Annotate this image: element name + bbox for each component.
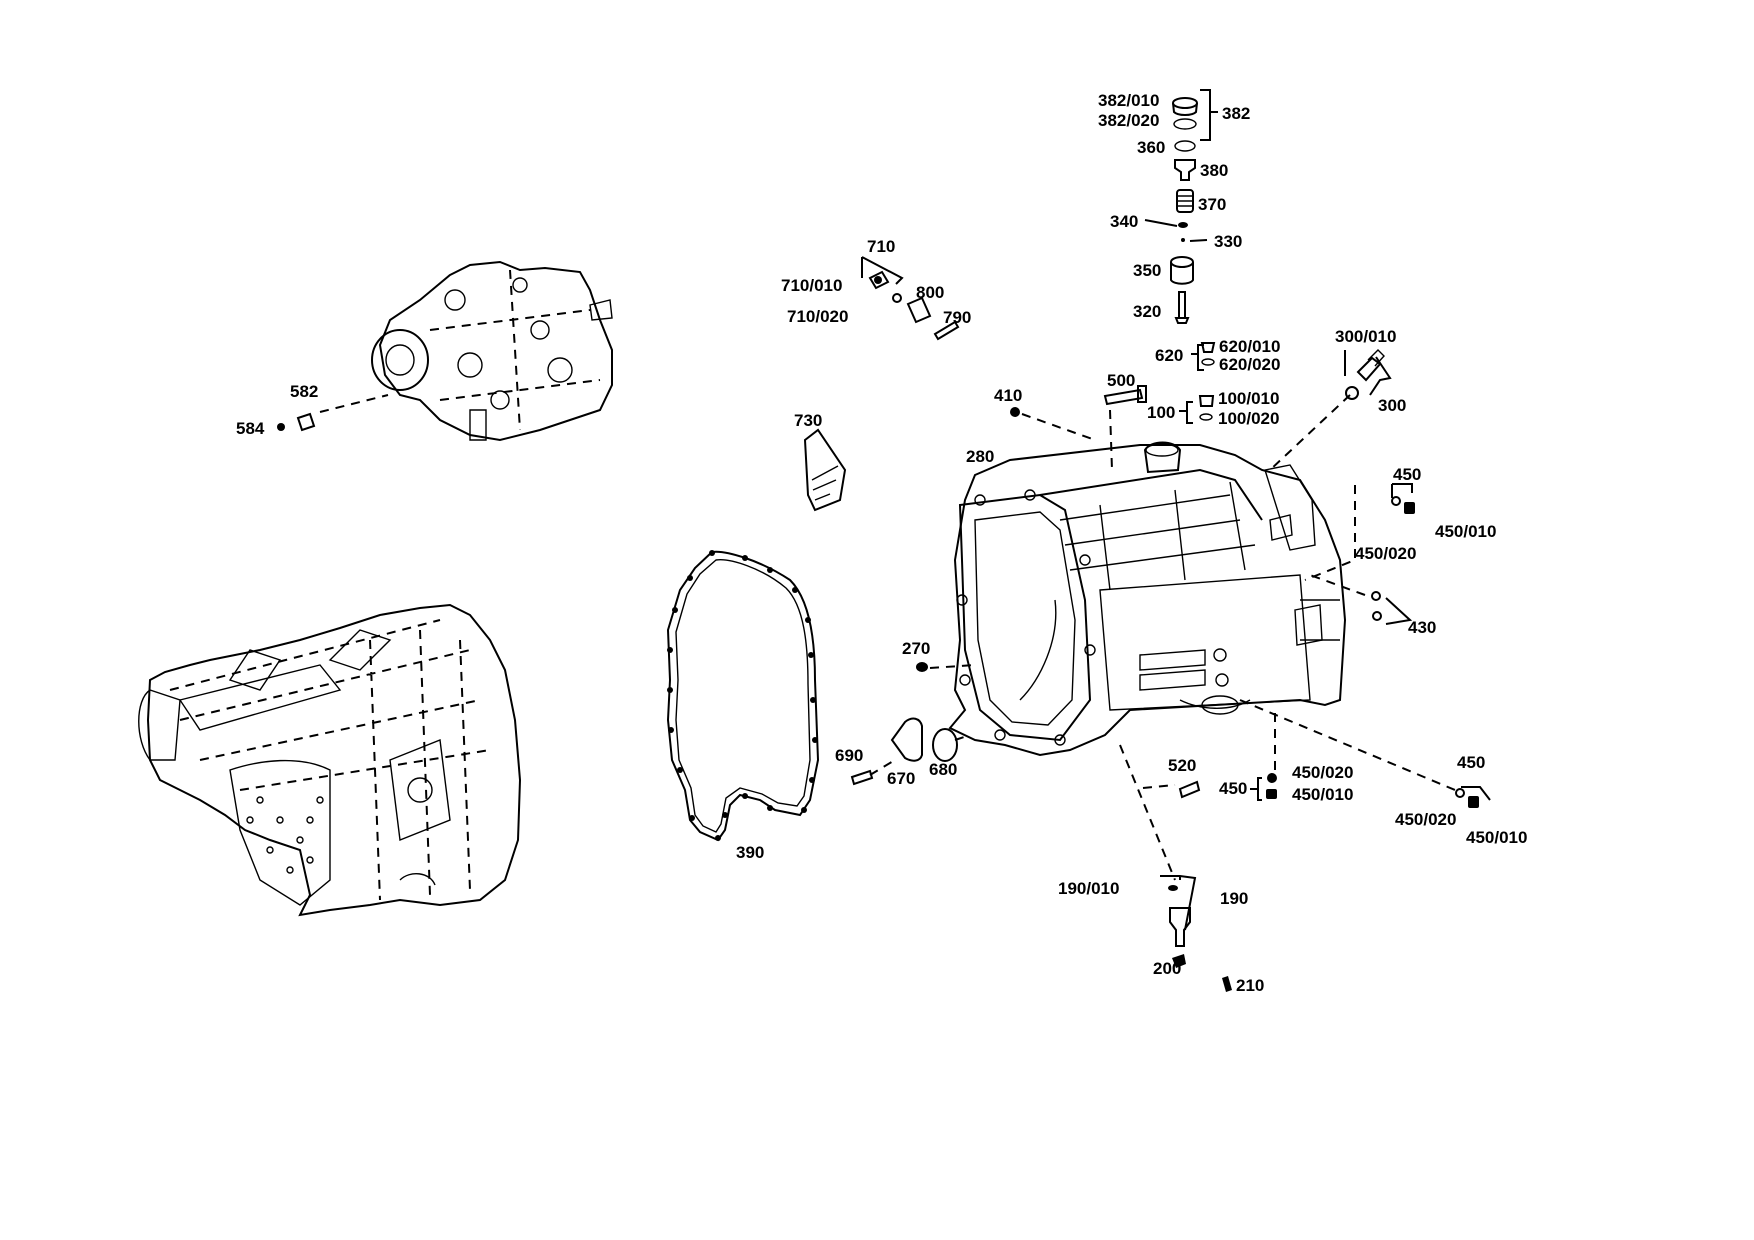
label-350: 350 — [1133, 261, 1161, 280]
cap-382 — [1172, 97, 1198, 152]
label-320: 320 — [1133, 302, 1161, 321]
label-500: 500 — [1107, 371, 1135, 390]
label-670: 670 — [887, 769, 915, 788]
dashed-assembly-paths — [319, 394, 1456, 881]
plug-450-top — [1391, 496, 1415, 514]
label-450-010-a: 450/010 — [1435, 522, 1496, 541]
plug-270 — [916, 662, 928, 672]
label-690: 690 — [835, 746, 863, 765]
plug-450-right — [1455, 788, 1479, 808]
label-100: 100 — [1147, 403, 1175, 422]
label-790: 790 — [943, 308, 971, 327]
label-380: 380 — [1200, 161, 1228, 180]
label-410: 410 — [994, 386, 1022, 405]
label-360: 360 — [1137, 138, 1165, 157]
valve-block-assembly — [371, 260, 613, 442]
screw-520 — [1178, 780, 1201, 799]
label-620: 620 — [1155, 346, 1183, 365]
label-330: 330 — [1214, 232, 1242, 251]
label-620-020: 620/020 — [1219, 355, 1280, 374]
label-382-010: 382/010 — [1098, 91, 1159, 110]
reference-transmission-assembly — [138, 603, 522, 917]
label-520: 520 — [1168, 756, 1196, 775]
leader-lines — [861, 89, 1491, 931]
label-190-010: 190/010 — [1058, 879, 1119, 898]
label-680: 680 — [929, 760, 957, 779]
ring-680 — [932, 728, 958, 762]
main-transmission-housing — [948, 441, 1347, 757]
label-582: 582 — [290, 382, 318, 401]
label-370: 370 — [1198, 195, 1226, 214]
label-710-010: 710/010 — [781, 276, 842, 295]
ball-340 — [1178, 222, 1188, 228]
label-382-020: 382/020 — [1098, 111, 1159, 130]
label-382: 382 — [1222, 104, 1250, 123]
plug-450-bottom — [1266, 773, 1277, 799]
label-280: 280 — [966, 447, 994, 466]
label-270: 270 — [902, 639, 930, 658]
label-430: 430 — [1408, 618, 1436, 637]
label-300-010: 300/010 — [1335, 327, 1396, 346]
plug-584-582 — [277, 412, 316, 432]
sensor-300 — [1345, 349, 1385, 400]
label-100-020: 100/020 — [1218, 409, 1279, 428]
label-200: 200 — [1153, 959, 1181, 978]
screw-690 — [850, 769, 874, 786]
label-450-020-a: 450/020 — [1355, 544, 1416, 563]
label-210: 210 — [1236, 976, 1264, 995]
label-450-b: 450 — [1219, 779, 1247, 798]
plug-620 — [1200, 342, 1216, 366]
label-300: 300 — [1378, 396, 1406, 415]
part-labels: 382/010 382/020 382 360 380 370 340 330 … — [236, 91, 1527, 995]
label-450-a: 450 — [1393, 465, 1421, 484]
sleeve-350 — [1170, 256, 1194, 285]
label-100-010: 100/010 — [1218, 389, 1279, 408]
label-340: 340 — [1110, 212, 1138, 231]
plug-410 — [1010, 407, 1020, 417]
label-450-010-c: 450/010 — [1466, 828, 1527, 847]
label-390: 390 — [736, 843, 764, 862]
label-710: 710 — [867, 237, 895, 256]
label-450-020-b: 450/020 — [1292, 763, 1353, 782]
washers-430 — [1371, 591, 1382, 621]
plug-380 — [1174, 159, 1196, 181]
label-584: 584 — [236, 419, 265, 438]
valve-710 — [868, 270, 960, 341]
bolt-500 — [1103, 385, 1147, 406]
label-450-010-b: 450/010 — [1292, 785, 1353, 804]
label-190: 190 — [1220, 889, 1248, 908]
housing-gasket — [666, 550, 820, 842]
sensor-190 — [1168, 885, 1232, 992]
label-730: 730 — [794, 411, 822, 430]
ball-330 — [1181, 238, 1185, 242]
filter-plate-730 — [803, 428, 847, 512]
label-450-c: 450 — [1457, 753, 1485, 772]
plug-100 — [1198, 395, 1215, 421]
label-800: 800 — [916, 283, 944, 302]
label-620-010: 620/010 — [1219, 337, 1280, 356]
screen-670 — [890, 717, 923, 762]
label-710-020: 710/020 — [787, 307, 848, 326]
label-450-020-c: 450/020 — [1395, 810, 1456, 829]
pin-320 — [1174, 291, 1190, 324]
spring-370 — [1176, 189, 1194, 213]
